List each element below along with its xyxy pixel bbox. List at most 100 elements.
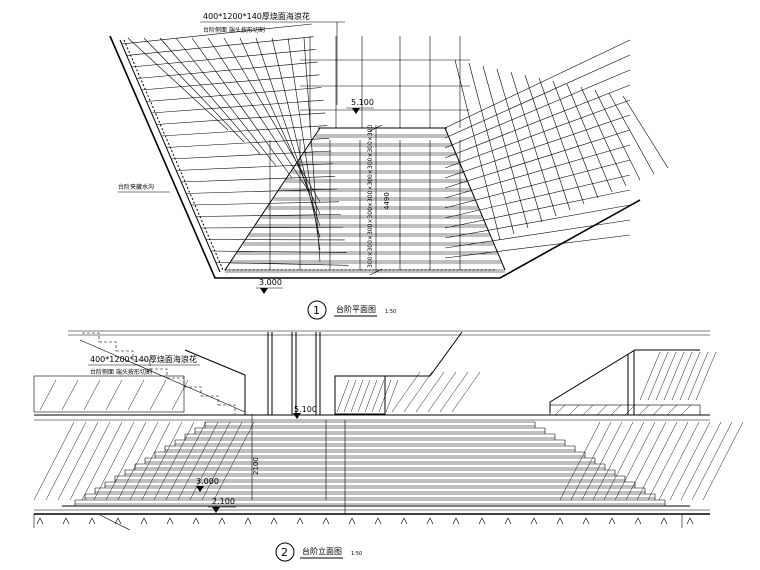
plan-dim-tick	[369, 268, 383, 276]
elevation-marker-bottom-symbol	[212, 507, 220, 513]
elevation-left-stair-step	[99, 341, 117, 351]
elevation-soil-mark	[65, 517, 70, 525]
elevation-marker-top-symbol	[293, 413, 301, 419]
elevation-soil-mark	[556, 517, 561, 525]
elevation-left-glass-panel	[33, 375, 185, 413]
elevation-stair-steps	[62, 420, 690, 514]
elevation-soil-mark	[88, 517, 93, 525]
plan-right-grid-cross	[496, 68, 543, 223]
elevation-center-hatch-line	[357, 379, 371, 413]
elevation-center-hatch-line	[364, 379, 378, 413]
plan-dim-tick	[369, 124, 383, 132]
elevation-soil-mark	[273, 517, 278, 525]
elevation-soil-mark	[663, 517, 668, 525]
elevation-wall-hatch-line	[427, 371, 457, 413]
elevation-earth-hatch-line	[45, 421, 87, 501]
elevation-earth-hatch-line	[603, 421, 645, 501]
plan-right-grid-cross	[482, 65, 529, 229]
plan-left-grid-cross	[176, 163, 334, 171]
elevation-earth-hatch-line	[213, 421, 255, 501]
elevation-right-hatch-line	[639, 351, 661, 401]
plan-right-grid-cross	[524, 74, 571, 211]
elevation-soil-mark	[192, 517, 197, 525]
elevation-center-hatch-line	[350, 379, 364, 413]
plan-left-grid-line	[303, 37, 321, 263]
elevation-soil-mark	[689, 517, 694, 525]
elevation-marker-mid: 3.000	[196, 477, 219, 486]
elevation-soil-mark	[348, 517, 353, 525]
plan-title-circle	[307, 300, 327, 320]
elevation-left-stair-step	[133, 359, 151, 369]
elevation-soil-mark	[270, 517, 275, 525]
elevation-right-box	[549, 404, 701, 416]
elevation-soil-mark	[634, 517, 639, 525]
elevation-diagonal-wall	[385, 331, 463, 377]
plan-right-grid-line	[444, 159, 631, 209]
elevation-right-hatch-line	[647, 351, 669, 401]
elevation-title-number: 2	[281, 546, 288, 559]
plan-right-grid-line	[444, 99, 631, 169]
plan-right-grid-line	[444, 84, 631, 159]
elevation-marker-bottom: 2.100	[212, 497, 235, 506]
elevation-soil-mark	[377, 517, 382, 525]
elevation-soil-mark	[296, 517, 301, 525]
elevation-soil-mark	[169, 517, 174, 525]
elevation-title-scale: 1:50	[351, 551, 362, 557]
plan-right-grid-cross	[622, 95, 669, 169]
plan-left-grid-line	[223, 37, 321, 203]
plan-right-grid-line	[444, 114, 631, 179]
plan-right-grid-cross	[580, 86, 627, 187]
plan-left-grid-cross	[126, 36, 314, 56]
plan-right-grid-cross	[468, 62, 515, 235]
elevation-earth-hatch-line	[33, 421, 75, 501]
elevation-wall-hatch-line	[439, 371, 469, 413]
elevation-earth-hatch-line	[636, 421, 678, 501]
elevation-soil-mark	[504, 517, 509, 525]
plan-right-grid-line	[444, 174, 631, 219]
elevation-earth-hatch-line	[117, 421, 159, 501]
elevation-soil-mark	[166, 517, 171, 525]
elevation-center-block	[334, 375, 386, 415]
plan-top-paving-grid	[300, 36, 470, 128]
elevation-wall-hatch-line	[403, 371, 433, 413]
plan-title-number: 1	[313, 304, 320, 317]
elevation-soil-mark	[403, 517, 408, 525]
elevation-marker-top: 5.100	[294, 405, 317, 414]
plan-right-grid-cross	[510, 71, 557, 217]
elevation-center-hatch-line	[371, 379, 385, 413]
elevation-soil-mark	[247, 517, 252, 525]
elevation-earth-hatch-line	[658, 421, 700, 501]
plan-left-grid-line	[159, 37, 261, 155]
elevation-soil-mark	[585, 517, 590, 525]
plan-outer-boundary	[109, 35, 641, 279]
elevation-soil-mark	[39, 517, 44, 525]
elevation-soil-mark	[218, 517, 223, 525]
elevation-earth-hatch-line	[81, 421, 123, 501]
elevation-center-hatch	[336, 371, 481, 413]
elevation-left-stair-step	[201, 395, 219, 405]
plan-left-grid-line	[127, 37, 229, 131]
elevation-soil-mark	[533, 517, 538, 525]
plan-left-grid-cross	[195, 214, 341, 217]
elevation-right-box-hatch	[624, 404, 636, 416]
elevation-earth-hatch	[33, 421, 744, 501]
elevation-right-box-hatch	[554, 404, 566, 416]
elevation-soil-mark	[221, 517, 226, 525]
elevation-earth-hatch-line	[625, 421, 667, 501]
plan-left-grid-cross	[156, 112, 326, 125]
elevation-wall-hatch-line	[415, 371, 445, 413]
elevation-right-box-hatch	[680, 404, 692, 416]
elevation-left-stair-step	[82, 332, 100, 342]
plan-right-grid-cross	[538, 77, 585, 205]
elevation-soil-mark	[507, 517, 512, 525]
elevation-earth-hatch-line	[702, 421, 744, 501]
elevation-glass-hatch-line	[149, 379, 167, 411]
elevation-right-structure	[549, 349, 700, 413]
elevation-glass-hatch	[39, 379, 189, 411]
elevation-earth-hatch-line	[153, 421, 195, 501]
elevation-soil-mark	[195, 517, 200, 525]
elevation-soil-mark	[325, 517, 330, 525]
elevation-view: 2100 400*1200*140厚烧面海浪花 台阶侧面 端头按形切割 5.10…	[33, 330, 744, 562]
plan-callout-note: 台阶侧面 端头按形切割	[203, 26, 265, 34]
elevation-soil-mark	[351, 517, 356, 525]
